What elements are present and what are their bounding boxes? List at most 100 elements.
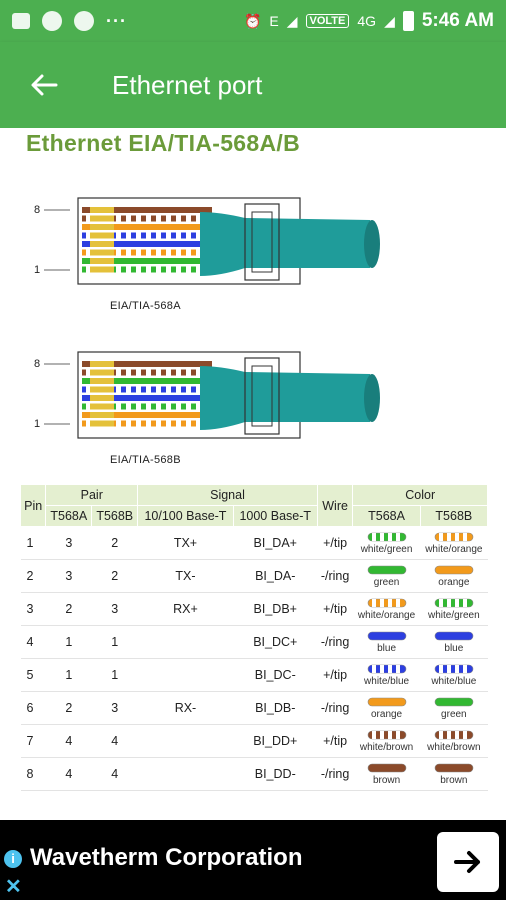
cell-pair-b: 4 bbox=[91, 757, 138, 791]
cell-color-t568a: orange bbox=[352, 691, 421, 725]
cell-pin: 3 bbox=[20, 592, 46, 626]
wire-stripe bbox=[156, 403, 161, 410]
cell-pair-a: 4 bbox=[45, 724, 92, 758]
wire-stripe bbox=[146, 420, 151, 427]
header-color: Color bbox=[352, 484, 488, 506]
wire-stripe bbox=[176, 249, 181, 256]
connector-contact bbox=[90, 224, 114, 230]
header-t568a: T568A bbox=[45, 505, 93, 527]
cell-wire: +/tip bbox=[317, 526, 353, 560]
wire-stripe bbox=[196, 386, 201, 393]
wire-swatch-icon bbox=[367, 631, 406, 641]
wire-swatch-icon bbox=[434, 664, 474, 674]
wire-stripe bbox=[196, 215, 201, 222]
pinout-table: Pin Pair Signal Wire Color T568A T568B 1… bbox=[19, 484, 489, 791]
cell-signal-100: TX+ bbox=[137, 526, 234, 560]
cell-color-t568b: orange bbox=[420, 559, 488, 593]
more-notifications-icon: ··· bbox=[106, 10, 127, 31]
wire-swatch-icon bbox=[367, 664, 406, 674]
header-color-t568a: T568A bbox=[352, 505, 421, 527]
ad-open-button[interactable] bbox=[437, 832, 499, 892]
wire-color-label: white/green bbox=[360, 544, 413, 555]
header-t568b: T568B bbox=[91, 505, 139, 527]
signal-icon-2: ◢ bbox=[384, 12, 395, 29]
clock: 5:46 AM bbox=[421, 10, 494, 31]
wire-stripe bbox=[146, 386, 151, 393]
wire-swatch-icon bbox=[367, 598, 406, 608]
info-icon[interactable]: i bbox=[4, 850, 22, 868]
cell-color-t568b: blue bbox=[420, 625, 488, 659]
wire-color-label: white/brown bbox=[359, 742, 414, 753]
cell-signal-100: RX- bbox=[137, 691, 234, 725]
cell-wire: -/ring bbox=[317, 757, 353, 791]
wire-stripe bbox=[196, 403, 201, 410]
wire-stripe bbox=[196, 420, 201, 427]
wire-stripe bbox=[126, 403, 131, 410]
ad-banner[interactable]: i ✕ Wavetherm Corporation bbox=[0, 820, 506, 900]
wire-stripe bbox=[116, 386, 121, 393]
cell-signal-1000: BI_DD+ bbox=[233, 724, 318, 758]
cell-color-t568b: brown bbox=[420, 757, 488, 791]
cell-signal-100: TX- bbox=[137, 559, 234, 593]
connector-contact bbox=[90, 207, 114, 213]
connector-contact bbox=[90, 241, 114, 247]
connector-contact bbox=[90, 232, 114, 239]
connector-contact bbox=[90, 403, 114, 410]
wire-stripe bbox=[146, 403, 151, 410]
figure-caption-568b: EIA/TIA-568B bbox=[110, 454, 181, 466]
wire-swatch-icon bbox=[434, 631, 474, 641]
cell-pin: 6 bbox=[20, 691, 46, 725]
cell-signal-100 bbox=[137, 658, 234, 692]
cell-pair-a: 3 bbox=[45, 526, 92, 560]
app-notification-icon-2 bbox=[74, 11, 94, 31]
wire-stripe bbox=[176, 420, 181, 427]
header-color-t568b: T568B bbox=[419, 505, 489, 527]
cell-color-t568a: white/blue bbox=[352, 658, 421, 692]
wire-stripe bbox=[176, 232, 181, 239]
content-area[interactable]: Ethernet EIA/TIA-568A/B 8 1 EIA/TIA-568A… bbox=[0, 128, 506, 820]
pin-top-label: 8 bbox=[34, 358, 40, 370]
wire-stripe bbox=[86, 369, 91, 376]
wire-stripe bbox=[176, 215, 181, 222]
back-button[interactable] bbox=[22, 63, 66, 107]
wire-stripe bbox=[166, 232, 171, 239]
wire-stripe bbox=[196, 266, 201, 273]
cell-wire: +/tip bbox=[317, 592, 353, 626]
signal-icon: ◢ bbox=[286, 12, 298, 29]
close-icon[interactable]: ✕ bbox=[5, 876, 22, 898]
wire-stripe bbox=[156, 369, 161, 376]
ad-title[interactable]: Wavetherm Corporation bbox=[30, 844, 303, 871]
cell-wire: -/ring bbox=[317, 625, 353, 659]
cell-pair-b: 1 bbox=[91, 625, 138, 659]
arrow-left-icon bbox=[31, 74, 58, 96]
wire-stripe bbox=[86, 420, 91, 427]
cell-pair-a: 2 bbox=[45, 592, 92, 626]
connector-contact bbox=[90, 412, 114, 418]
cell-wire: +/tip bbox=[317, 724, 353, 758]
connector-wire bbox=[82, 395, 212, 401]
wire-color-label: green bbox=[441, 709, 467, 720]
wire-stripe bbox=[176, 369, 181, 376]
wire-stripe bbox=[186, 386, 191, 393]
wire-swatch-icon bbox=[434, 697, 474, 707]
connector-contact bbox=[90, 386, 114, 393]
wire-stripe bbox=[196, 232, 201, 239]
arrow-right-icon bbox=[454, 851, 480, 873]
connector-diagram-568b: 8 1 bbox=[30, 344, 390, 449]
cell-wire: +/tip bbox=[317, 658, 353, 692]
wire-color-label: blue bbox=[444, 643, 464, 654]
wire-stripe bbox=[156, 232, 161, 239]
wire-stripe bbox=[116, 266, 121, 273]
header-wire: Wire bbox=[316, 484, 354, 527]
wire-stripe bbox=[126, 369, 131, 376]
connector-contact bbox=[90, 420, 114, 427]
wire-stripe bbox=[156, 386, 161, 393]
wire-stripe bbox=[136, 215, 141, 222]
wire-color-label: white/green bbox=[427, 610, 480, 621]
wire-color-label: blue bbox=[377, 643, 397, 654]
pin-top-label: 8 bbox=[34, 204, 40, 216]
cell-color-t568a: white/green bbox=[352, 526, 421, 560]
cell-pair-b: 3 bbox=[91, 691, 138, 725]
cell-signal-1000: BI_DB+ bbox=[233, 592, 318, 626]
